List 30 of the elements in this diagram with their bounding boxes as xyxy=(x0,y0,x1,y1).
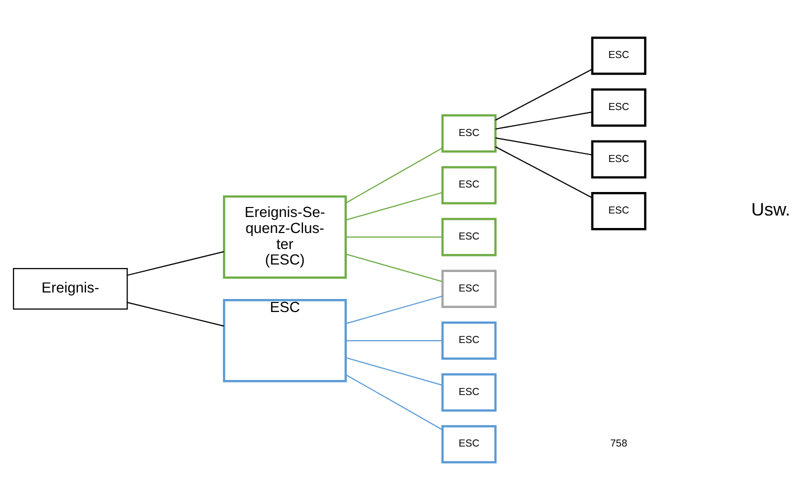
node-box: ESC xyxy=(590,88,646,126)
node-box: Ereignis- xyxy=(12,268,128,310)
node-box: Ereignis-Se- quenz-Clus- ter (ESC) xyxy=(222,194,346,278)
node-box: ESC xyxy=(590,140,646,178)
connector xyxy=(494,68,592,120)
connector xyxy=(494,110,592,130)
node-box: ESC xyxy=(590,192,646,230)
node-box: ESC xyxy=(440,166,496,204)
node-box: ESC xyxy=(222,298,346,382)
connector xyxy=(126,250,224,276)
connector xyxy=(345,191,442,220)
node-box: ESC xyxy=(440,372,496,412)
connector xyxy=(346,236,442,238)
connector xyxy=(345,253,442,282)
node-box: ESC xyxy=(440,424,496,463)
connector xyxy=(494,136,592,155)
node-box: ESC xyxy=(440,269,496,308)
label: Usw. xyxy=(750,198,790,219)
connector xyxy=(126,301,224,326)
node-box: ESC xyxy=(440,114,496,152)
connector xyxy=(345,147,442,203)
connector xyxy=(345,374,442,430)
node-box: ESC xyxy=(590,36,646,74)
connector xyxy=(345,356,442,386)
node-box: ESC xyxy=(440,321,496,360)
label: 758 xyxy=(610,438,627,450)
node-box: ESC xyxy=(440,217,496,256)
connector xyxy=(494,146,592,198)
connector xyxy=(345,295,442,324)
connector xyxy=(346,340,442,341)
